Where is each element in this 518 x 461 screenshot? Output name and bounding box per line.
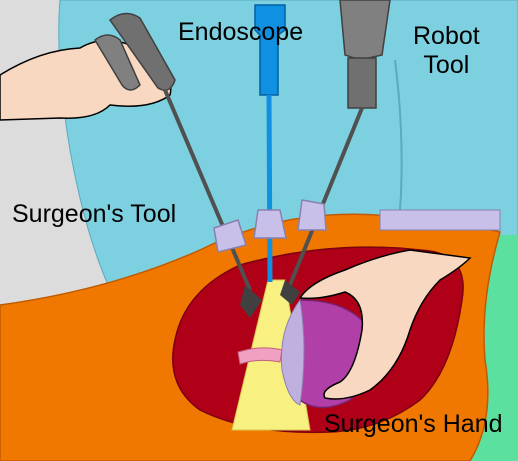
label-surgeons-tool: Surgeon's Tool xyxy=(12,200,176,229)
label-robot-tool-line1: Robot xyxy=(413,22,480,51)
label-robot-tool: Robot Tool xyxy=(413,22,480,80)
endoscope-shaft xyxy=(269,95,270,282)
robot-tool-head xyxy=(340,0,390,60)
sleeve-cuff xyxy=(380,210,500,230)
label-robot-tool-line2: Tool xyxy=(413,51,480,80)
robot-tool-body xyxy=(348,58,376,108)
trocar-center xyxy=(254,210,286,238)
trocar-right xyxy=(298,200,326,230)
label-surgeons-hand: Surgeon's Hand xyxy=(324,410,503,439)
label-endoscope: Endoscope xyxy=(178,18,303,47)
